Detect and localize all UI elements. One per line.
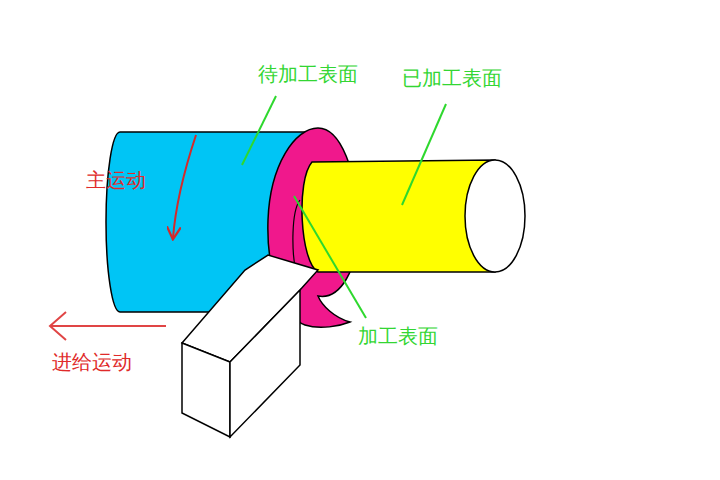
tool-front-face bbox=[182, 343, 230, 437]
surface-label: 待加工表面 bbox=[258, 62, 358, 86]
leader-line bbox=[242, 96, 276, 165]
surface-label: 已加工表面 bbox=[402, 66, 502, 90]
leader-line bbox=[294, 196, 366, 318]
surface-label: 加工表面 bbox=[358, 324, 438, 348]
leader-line bbox=[402, 104, 446, 205]
motion-label: 进给运动 bbox=[52, 350, 132, 374]
motion-label: 主运动 bbox=[86, 168, 146, 192]
main-motion-arrow bbox=[173, 135, 196, 238]
cylinder-end-face bbox=[465, 160, 525, 272]
feed-arrow-shaft bbox=[50, 325, 166, 327]
tool-side-face bbox=[230, 290, 300, 437]
feed-arrow-head bbox=[50, 312, 66, 340]
